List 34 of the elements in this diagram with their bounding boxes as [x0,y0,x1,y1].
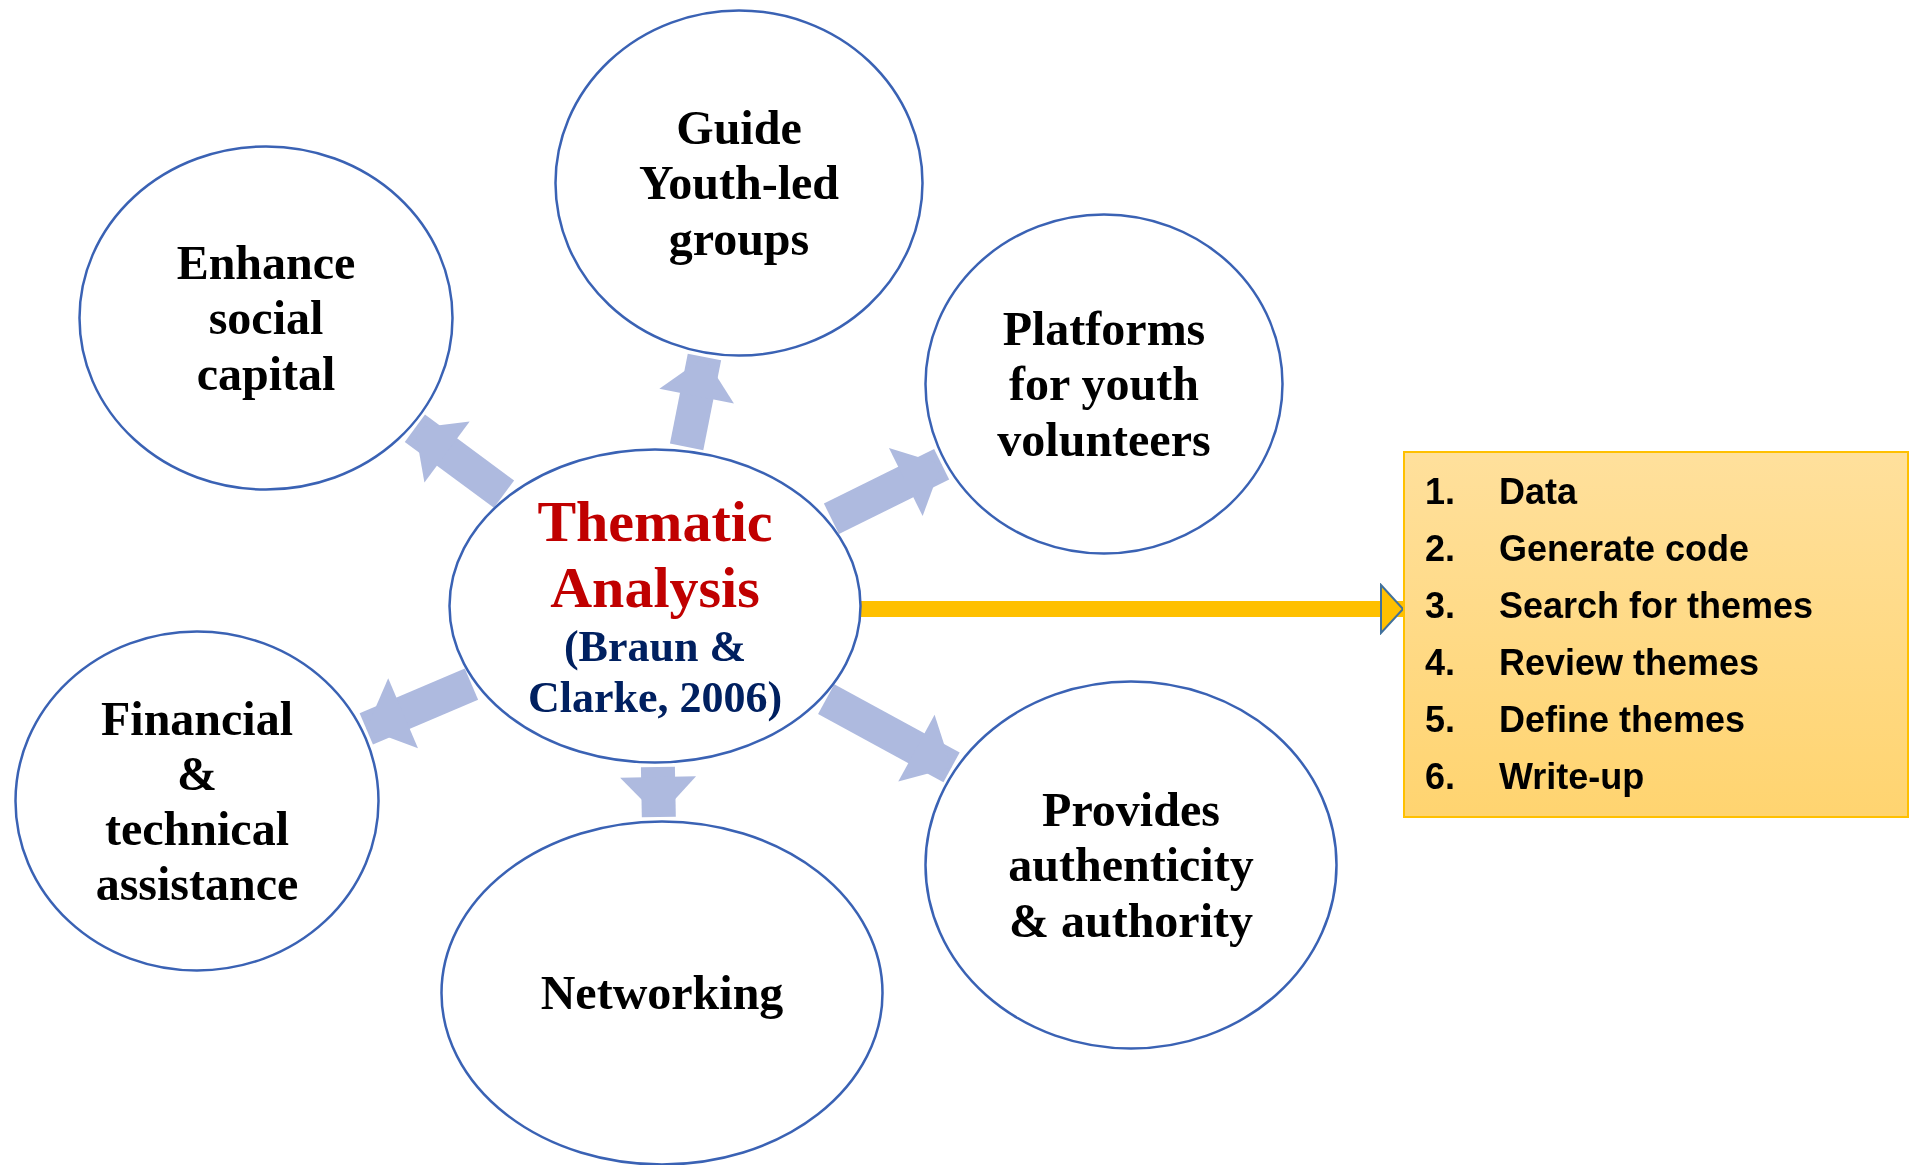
step-number: 4. [1425,641,1457,685]
theme-ellipse [448,448,862,764]
citation: (Braun & Clarke, 2006) [526,622,784,724]
step-number: 5. [1425,698,1457,742]
theme-ellipse [14,630,380,972]
theme-label: Platforms for youth volunteers [996,301,1212,467]
theme-label: Guide Youth-led groups [637,100,840,266]
step-number: 2. [1425,527,1457,571]
step-number: 6. [1425,755,1457,799]
theme-label: Provides authenticity & authority [1007,782,1255,948]
theme-ellipse [924,213,1284,555]
theme-ellipse [924,680,1338,1050]
theme-label: Enhance social capital [175,235,357,401]
step-label: Data [1499,470,1579,514]
theme-label: Networking [540,965,784,1021]
step-label: Search for themes [1499,584,1815,628]
step-label: Review themes [1499,641,1761,685]
direction-block-arrow [659,353,734,451]
direction-block-arrow [404,414,515,508]
direction-block-arrow [818,684,960,783]
step-number: 3. [1425,584,1457,628]
theme-ellipse [554,9,924,357]
step-number: 1. [1425,470,1457,514]
step-label: Define themes [1499,698,1747,742]
direction-block-arrow [620,766,697,818]
direction-block-arrow [359,668,479,749]
steps-list-panel [1403,451,1909,818]
center-title: Thematic Analysis [536,488,774,623]
block-arrow [860,584,1404,634]
direction-block-arrow [823,447,950,534]
theme-label: Financial & technical assistance [94,690,300,912]
theme-ellipse [78,145,454,491]
step-label: Generate code [1499,527,1751,571]
step-label: Write-up [1499,755,1646,799]
